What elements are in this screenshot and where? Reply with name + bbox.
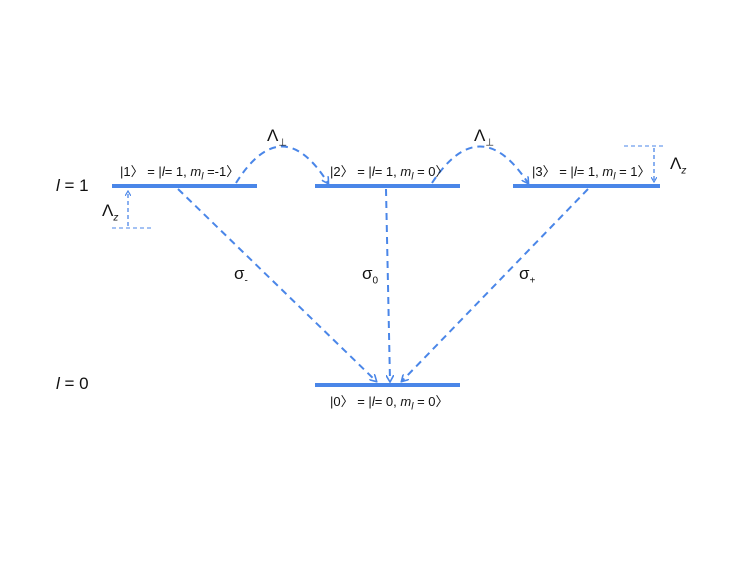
state-1-label: |1〉 = |l= 1, ml =-1〉 — [120, 164, 240, 182]
lambda-z-left-symbol: Λ — [102, 201, 114, 220]
state-3-l: l — [573, 164, 577, 179]
sigma-zero-symbol: σ — [362, 264, 373, 283]
sigma-plus-label: σ+ — [519, 264, 535, 286]
lambda-z-left-sub: z — [113, 212, 119, 224]
level-l0-symbol: l — [56, 374, 60, 393]
state-2-ket: |2〉 = | — [330, 164, 372, 179]
state-0-label: |0〉 = |l= 0, ml = 0〉 — [330, 394, 449, 412]
lambda-perp-left-label: Λ⊥ — [267, 126, 287, 148]
state-3-m: m — [602, 164, 614, 179]
state-1-m-sub: l — [201, 171, 204, 183]
sigma-zero-arrow — [385, 188, 390, 381]
state-1-rest: = 1, — [164, 164, 191, 179]
lambda-perp-left-sub: ⊥ — [278, 137, 288, 149]
state-2-l: l — [371, 164, 375, 179]
state-3-rest: = 1, — [576, 164, 603, 179]
lambda-z-right-label: Λz — [670, 154, 686, 176]
sigma-zero-sub: 0 — [372, 275, 379, 287]
level-label-l0: l = 0 — [56, 375, 89, 392]
state-0-rest: = 0, — [374, 394, 401, 409]
sigma-minus-label: σ- — [234, 264, 248, 286]
lambda-perp-right-symbol: Λ — [474, 126, 486, 145]
state-0-m-sub: l — [411, 401, 414, 413]
state-2-tail: = 0〉 — [413, 164, 449, 179]
level-label-l1: l = 1 — [56, 177, 89, 194]
state-2-m-sub: l — [411, 171, 414, 183]
state-0-tail: = 0〉 — [413, 394, 449, 409]
lambda-z-left-label: Λz — [102, 201, 118, 223]
state-1-m: m — [190, 164, 202, 179]
state-1-l: l — [161, 164, 165, 179]
lambda-perp-left-symbol: Λ — [267, 126, 279, 145]
sigma-minus-symbol: σ — [234, 264, 245, 283]
state-3-m-sub: l — [613, 171, 616, 183]
state-0-ket: |0〉 = | — [330, 394, 372, 409]
lambda-perp-right-arc — [431, 145, 528, 184]
lambda-perp-left-arc — [235, 145, 328, 184]
lambda-perp-right-label: Λ⊥ — [474, 126, 494, 148]
sigma-plus-sub: + — [529, 275, 536, 287]
state-0-l: l — [371, 394, 375, 409]
state-1-tail: =-1〉 — [203, 164, 240, 179]
state-1-ket: |1〉 = | — [120, 164, 162, 179]
lambda-z-right-sub: z — [681, 165, 687, 177]
level-l1-symbol: l — [56, 176, 60, 195]
state-3-ket: |3〉 = | — [532, 164, 574, 179]
sigma-plus-arrow — [402, 188, 589, 381]
sigma-zero-label: σ0 — [362, 264, 378, 286]
lambda-z-right-symbol: Λ — [670, 154, 682, 173]
level-l1-value: = 1 — [64, 176, 89, 195]
lambda-perp-right-sub: ⊥ — [485, 137, 495, 149]
sigma-minus-sub: - — [244, 275, 248, 287]
state-2-m: m — [400, 164, 412, 179]
state-2-rest: = 1, — [374, 164, 401, 179]
sigma-plus-symbol: σ — [519, 264, 530, 283]
level-l0-value: = 0 — [64, 374, 89, 393]
state-0-m: m — [400, 394, 412, 409]
state-2-label: |2〉 = |l= 1, ml = 0〉 — [330, 164, 449, 182]
state-3-label: |3〉 = |l= 1, ml = 1〉 — [532, 164, 651, 182]
sigma-minus-arrow — [177, 188, 376, 381]
state-3-tail: = 1〉 — [615, 164, 651, 179]
